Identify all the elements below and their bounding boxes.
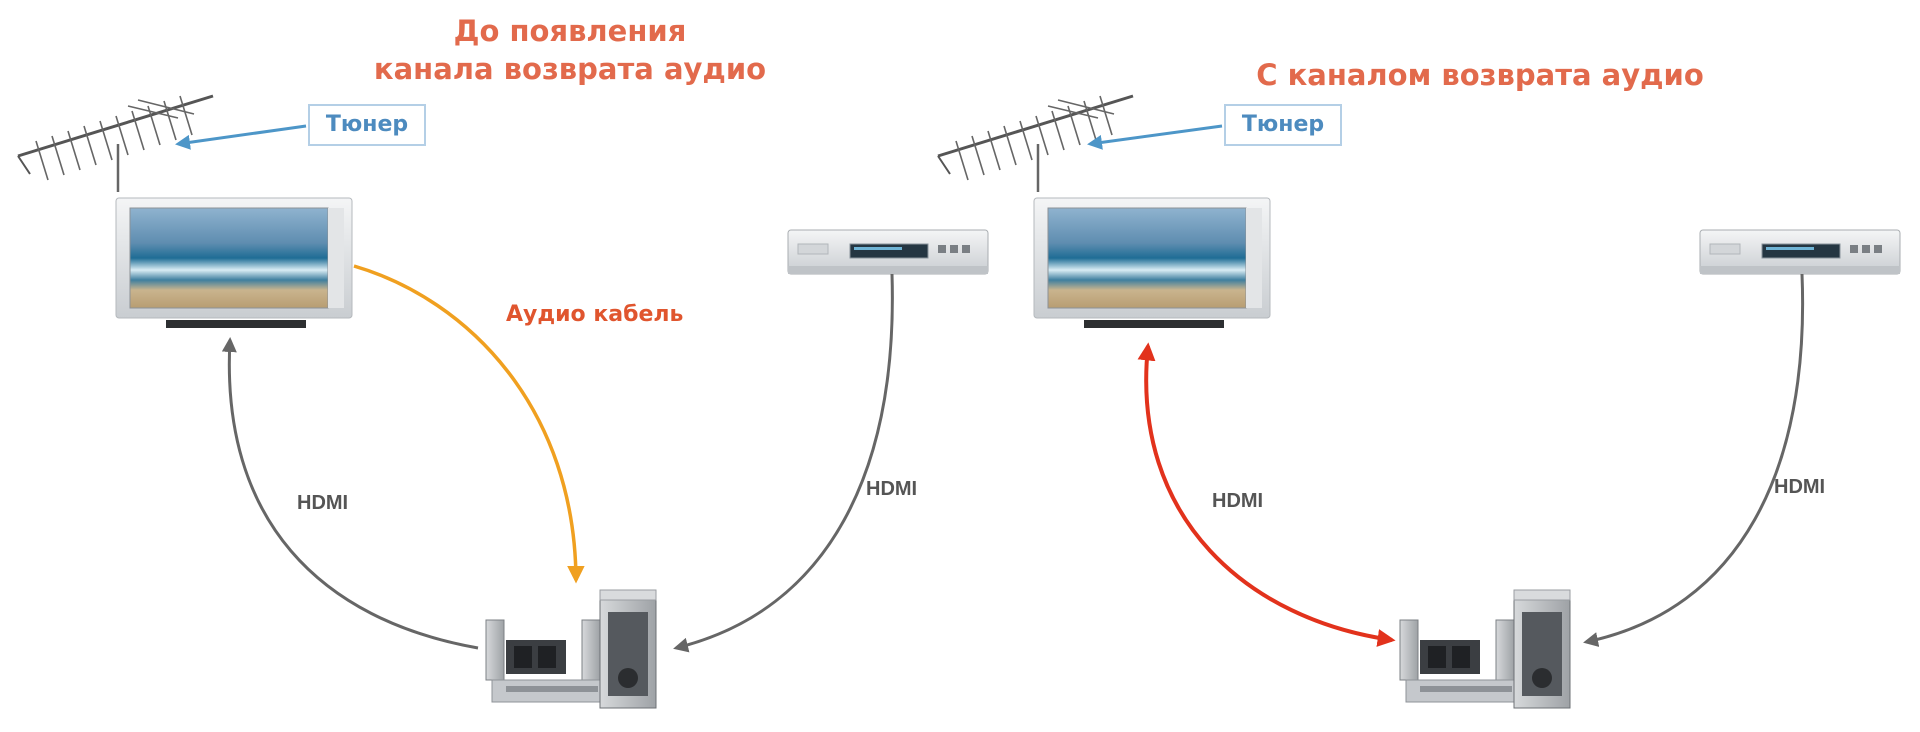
- left-tv: [115, 197, 353, 329]
- right-home-theater: [1399, 589, 1571, 709]
- left-hdmi-label-tv: HDMI: [297, 492, 349, 514]
- right-tv: [1033, 197, 1271, 329]
- right-hdmi-label-tv: HDMI: [1212, 490, 1264, 512]
- left-tuner-label: Тюнер: [308, 104, 426, 146]
- right-arc-hdmi-cable: [1137, 342, 1396, 647]
- left-title-line1: До появления: [453, 14, 687, 48]
- left-home-theater: [485, 589, 657, 709]
- audio-cable-label: Аудио кабель: [506, 302, 684, 327]
- left-hdmi-cable-player: [673, 273, 894, 653]
- right-antenna: [936, 94, 1135, 194]
- left-dvd-player: [787, 229, 989, 275]
- left-tuner-arrow: [175, 124, 307, 150]
- right-tuner-label: Тюнер: [1224, 104, 1342, 146]
- left-title: До появления канала возврата аудио: [360, 12, 780, 88]
- left-hdmi-label-player: HDMI: [866, 478, 918, 500]
- right-hdmi-label-player: HDMI: [1774, 476, 1826, 498]
- right-tuner-arrow: [1087, 124, 1223, 150]
- left-audio-cable: [353, 264, 585, 584]
- right-dvd-player: [1699, 229, 1901, 275]
- left-hdmi-cable-tv: [221, 337, 479, 650]
- right-hdmi-cable-player: [1583, 273, 1805, 647]
- right-title: С каналом возврата аудио: [1256, 58, 1704, 92]
- left-title-line2: канала возврата аудио: [373, 52, 767, 86]
